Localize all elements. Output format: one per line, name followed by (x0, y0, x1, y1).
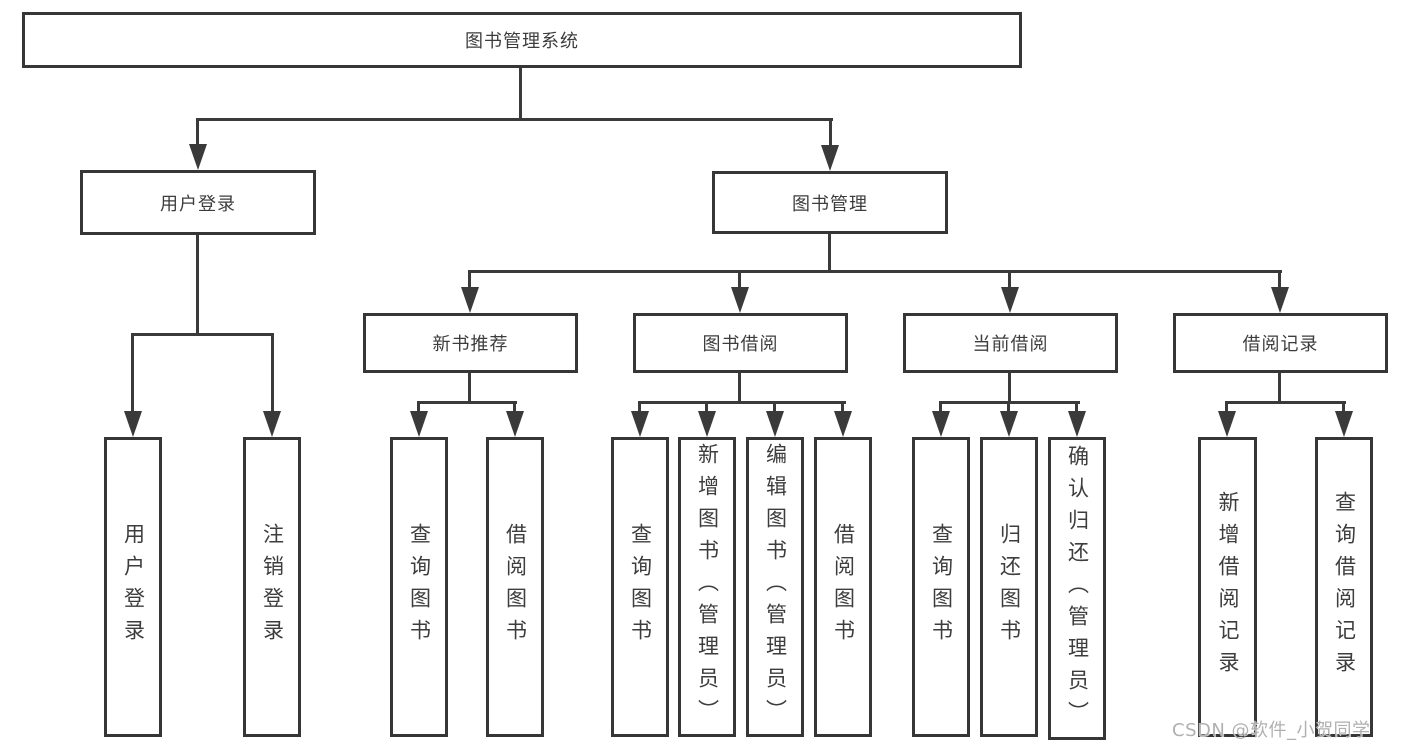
leaf-cb-return-books: 归还图书 (980, 437, 1038, 737)
leaf-label: 新增图书（管理员） (695, 443, 720, 731)
leaf-br-query-record: 查询借阅记录 (1315, 437, 1373, 737)
connector-root-stem (519, 68, 522, 120)
leaf-user-login: 用户登录 (104, 437, 162, 737)
csdn-watermark: CSDN @软件_小贺同学 (1172, 720, 1371, 741)
leaf-bb-add-books-admin: 新增图书（管理员） (678, 437, 736, 737)
connector-drop-leaf-logout (271, 333, 274, 413)
leaf-label: 用户登录 (121, 523, 146, 651)
leaf-label: 编辑图书（管理员） (763, 443, 788, 731)
node-new-book-recommend: 新书推荐 (363, 313, 578, 373)
connector-nbr-stem (468, 373, 471, 403)
leaf-label: 归还图书 (997, 523, 1022, 651)
arrow-down-icon (410, 411, 428, 437)
leaf-label: 查询图书 (407, 523, 432, 651)
connector-drop (841, 401, 844, 415)
arrow-down-icon (1271, 287, 1289, 313)
leaf-bb-edit-books-admin: 编辑图书（管理员） (746, 437, 804, 737)
node-label: 用户登录 (160, 193, 236, 215)
arrow-down-icon (189, 144, 207, 170)
leaf-label: 借阅图书 (831, 523, 856, 651)
connector-drop (417, 401, 420, 415)
node-book-management: 图书管理 (712, 171, 948, 234)
connector-user-login-rail (132, 333, 274, 336)
arrow-down-icon (698, 411, 716, 437)
node-user-login: 用户登录 (80, 170, 316, 235)
connector-drop-new-book-recommend (468, 270, 471, 292)
connector-book-management-rail (468, 270, 1282, 273)
arrow-down-icon (263, 411, 281, 437)
connector-user-login-stem (196, 235, 199, 335)
leaf-br-add-record: 新增借阅记录 (1198, 437, 1257, 737)
node-label: 借阅记录 (1242, 334, 1319, 355)
connector-nbr-rail (417, 401, 517, 404)
arrow-down-icon (631, 411, 649, 437)
node-book-borrow: 图书借阅 (633, 313, 848, 373)
connector-bb-rail (638, 401, 846, 404)
arrow-down-icon (1335, 411, 1353, 437)
connector-drop (1007, 401, 1010, 415)
connector-drop-leaf-login (131, 333, 134, 413)
arrow-down-icon (506, 411, 524, 437)
connector-drop-book-borrow (738, 270, 741, 292)
leaf-label: 查询借阅记录 (1332, 491, 1357, 683)
leaf-nbr-borrow-books: 借阅图书 (486, 437, 544, 737)
arrow-down-icon (834, 411, 852, 437)
leaf-label: 注销登录 (260, 523, 285, 651)
node-library-management-system: 图书管理系统 (22, 12, 1022, 68)
arrow-down-icon (821, 145, 839, 171)
leaf-label: 查询图书 (929, 523, 954, 651)
node-current-borrow: 当前借阅 (903, 313, 1118, 373)
connector-bb-stem (738, 373, 741, 403)
leaf-label: 借阅图书 (503, 523, 528, 651)
leaf-cb-confirm-return-admin: 确认归还（管理员） (1048, 437, 1106, 740)
connector-drop-current-borrow (1008, 270, 1011, 292)
node-label: 图书借阅 (702, 334, 779, 355)
arrow-down-icon (731, 287, 749, 313)
connector-drop (939, 401, 942, 415)
connector-drop (513, 401, 516, 415)
connector-br-rail (1225, 401, 1346, 404)
leaf-label: 新增借阅记录 (1216, 491, 1240, 683)
connector-drop (1342, 401, 1345, 415)
leaf-label: 确认归还（管理员） (1065, 444, 1090, 733)
connector-drop-borrow-records (1278, 270, 1281, 292)
leaf-nbr-query-books: 查询图书 (390, 437, 448, 737)
arrow-down-icon (1001, 287, 1019, 313)
connector-drop-book-management (829, 118, 832, 148)
node-borrow-records: 借阅记录 (1173, 313, 1388, 373)
connector-drop (705, 401, 708, 415)
leaf-bb-query-books: 查询图书 (611, 437, 669, 737)
node-label: 新书推荐 (432, 334, 509, 355)
node-label: 当前借阅 (972, 334, 1049, 355)
connector-cb-stem (1008, 373, 1011, 403)
connector-drop (773, 401, 776, 415)
connector-drop-user-login (196, 118, 199, 148)
arrow-down-icon (932, 411, 950, 437)
leaf-label: 查询图书 (628, 523, 653, 651)
arrow-down-icon (1000, 411, 1018, 437)
leaf-cb-query-books: 查询图书 (912, 437, 970, 737)
node-label: 图书管理 (792, 193, 868, 215)
arrow-down-icon (461, 287, 479, 313)
node-label: 图书管理系统 (465, 31, 579, 52)
connector-br-stem (1278, 373, 1281, 403)
connector-drop (1075, 401, 1078, 415)
leaf-logout: 注销登录 (243, 437, 301, 737)
connector-drop (1225, 401, 1228, 415)
leaf-bb-borrow-books: 借阅图书 (814, 437, 872, 737)
connector-drop (638, 401, 641, 415)
arrow-down-icon (1218, 411, 1236, 437)
arrow-down-icon (1068, 411, 1086, 437)
connector-root-rail (197, 118, 833, 121)
arrow-down-icon (766, 411, 784, 437)
connector-book-management-stem (828, 234, 831, 273)
arrow-down-icon (124, 411, 142, 437)
